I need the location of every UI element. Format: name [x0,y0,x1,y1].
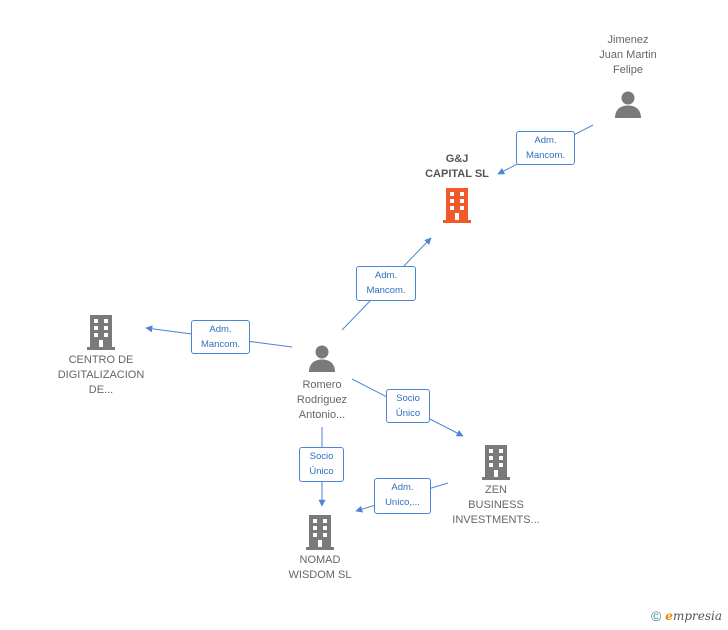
person-icon [615,91,641,118]
copyright-icon: © [650,608,662,624]
node-label: NOMAD WISDOM SL [288,554,352,581]
edge-label-zen-nomad[interactable]: Adm. Unico,... [374,478,431,514]
node-zen-business[interactable]: ZEN BUSINESS INVESTMENTS... [442,444,550,528]
person-icon [309,345,335,372]
edge-label-jimenez-gj[interactable]: Adm. Mancom. [516,131,575,165]
footer-brand: © empresia [651,608,722,624]
brand-initial: e [665,609,673,623]
node-label: Romero Rodriguez Antonio... [296,379,348,421]
node-jimenez[interactable]: Jimenez Juan Martin Felipe [580,33,676,119]
building-icon [443,188,471,223]
building-icon [306,515,334,550]
node-label: G&J CAPITAL SL [425,153,489,180]
brand-logo[interactable]: empresia [665,609,722,623]
edge-label-romero-nomad[interactable]: Socio Único [299,447,344,482]
node-nomad-wisdom[interactable]: NOMAD WISDOM SL [272,514,368,583]
node-romero[interactable]: Romero Rodriguez Antonio... [274,343,370,423]
node-label: Jimenez Juan Martin Felipe [599,34,657,76]
brand-rest: mpresia [672,609,722,623]
node-label: ZEN BUSINESS INVESTMENTS... [452,484,540,526]
node-centro-digitalizacion[interactable]: CENTRO DE DIGITALIZACION DE... [48,314,154,398]
node-label: CENTRO DE DIGITALIZACION DE... [57,354,145,396]
building-icon [87,315,115,350]
node-gj-capital[interactable]: G&J CAPITAL SL [409,152,505,223]
building-icon [482,445,510,480]
edge-label-romero-gj[interactable]: Adm. Mancom. [356,266,416,301]
edge-label-romero-centro[interactable]: Adm. Mancom. [191,320,250,354]
edge-label-romero-zen[interactable]: Socio Único [386,389,430,423]
